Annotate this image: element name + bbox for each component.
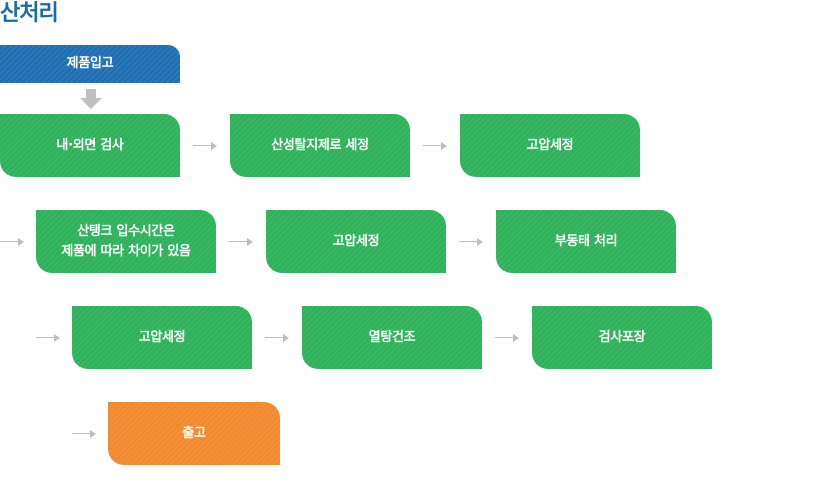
step-inspection-packaging: 검사포장 bbox=[532, 306, 712, 369]
step-label: 고압세정 bbox=[332, 233, 380, 249]
step-high-pressure-wash-3: 고압세정 bbox=[72, 306, 252, 369]
step-passivation: 부동태 처리 bbox=[496, 210, 676, 273]
step-label: 산성탈지제로 세정 bbox=[271, 137, 369, 153]
arrow-right-icon bbox=[0, 238, 24, 246]
step-label: 부동태 처리 bbox=[554, 233, 618, 249]
arrow-right-icon bbox=[193, 142, 217, 150]
page-title: 산처리 bbox=[0, 1, 59, 26]
arrow-right-icon bbox=[72, 430, 96, 438]
step-label: 제품입고 bbox=[66, 56, 114, 71]
step-shipping: 출고 bbox=[108, 402, 280, 465]
arrow-right-icon bbox=[423, 142, 447, 150]
step-label-line2: 제품에 따라 차이가 있음 bbox=[61, 243, 191, 259]
step-label: 고압세정 bbox=[138, 329, 186, 345]
step-acid-degreaser-wash: 산성탈지제로 세정 bbox=[230, 114, 410, 177]
step-label: 고압세정 bbox=[526, 137, 574, 153]
step-high-pressure-wash-1: 고압세정 bbox=[460, 114, 640, 177]
step-high-pressure-wash-2: 고압세정 bbox=[266, 210, 446, 273]
step-product-receiving: 제품입고 bbox=[0, 45, 180, 83]
arrow-right-icon bbox=[229, 238, 253, 246]
step-label-line1: 산탱크 입수시간은 bbox=[77, 223, 175, 239]
step-acid-tank-immersion: 산탱크 입수시간은 제품에 따라 차이가 있음 bbox=[36, 210, 216, 273]
step-label: 출고 bbox=[182, 425, 206, 441]
step-inner-outer-inspection: 내·외면 검사 bbox=[0, 114, 180, 177]
arrow-right-icon bbox=[459, 238, 483, 246]
step-label: 열탕건조 bbox=[368, 329, 416, 345]
step-label: 검사포장 bbox=[598, 329, 646, 345]
step-label: 내·외면 검사 bbox=[56, 137, 124, 153]
step-hot-water-drying: 열탕건조 bbox=[302, 306, 482, 369]
arrow-right-icon bbox=[36, 334, 60, 342]
arrow-right-icon bbox=[265, 334, 289, 342]
down-arrow-icon bbox=[80, 89, 102, 110]
arrow-right-icon bbox=[495, 334, 519, 342]
